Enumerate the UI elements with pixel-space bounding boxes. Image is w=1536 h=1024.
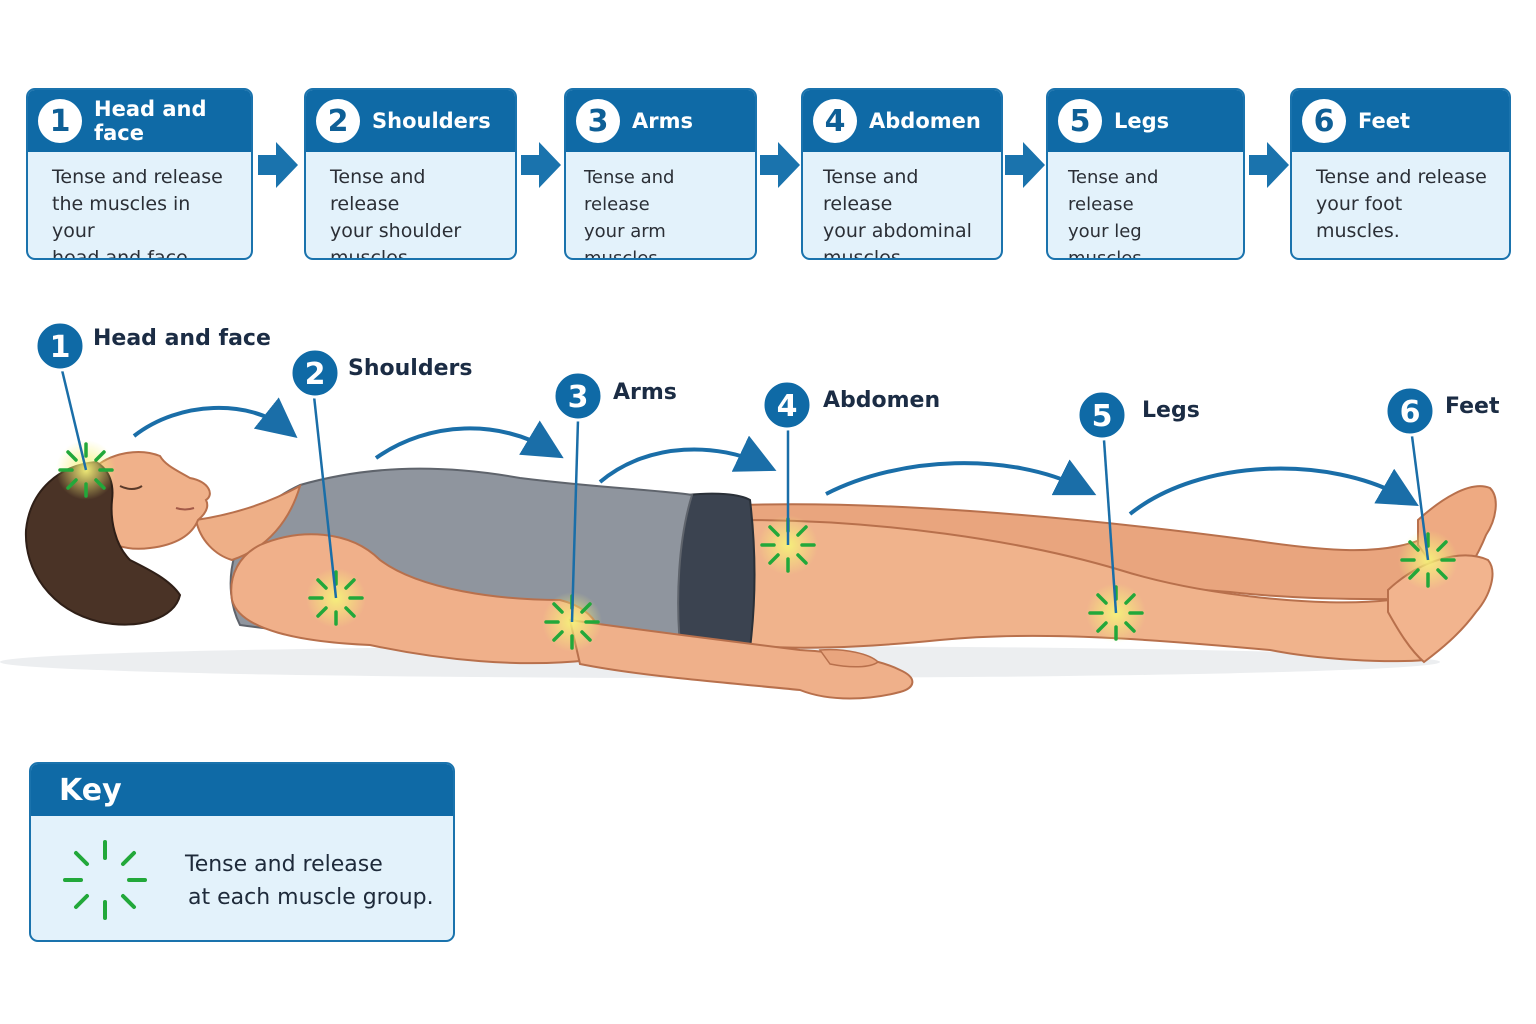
step-line: your arm muscles. [584, 221, 666, 260]
closed-eye [119, 485, 143, 490]
callout-label-abdomen: Abdomen [823, 388, 941, 413]
curved-arrow-icon [825, 459, 1097, 496]
key-line: Tense and release [185, 852, 383, 877]
step-header: 6 Feet [1292, 90, 1509, 152]
key-line: at each muscle group. [188, 885, 434, 910]
callout-label-arms: Arms [613, 380, 677, 405]
step-title: Head and face [94, 97, 207, 145]
step-title: Arms [632, 109, 693, 133]
step-line: Tense and release [823, 166, 919, 215]
callout-label-shoulders: Shoulders [348, 356, 473, 381]
step-card-1: 1 Head and face Tense and release the mu… [26, 88, 253, 260]
leader-line [570, 419, 580, 623]
step-number: 2 [316, 99, 360, 143]
callout-badge [1384, 385, 1436, 437]
hair [24, 460, 182, 626]
callout-badge [552, 370, 604, 422]
step-number: 5 [1058, 99, 1102, 143]
step-line: Tense and release [1068, 167, 1159, 215]
step-header: 2 Shoulders [306, 90, 515, 152]
step-number: 1 [38, 99, 82, 143]
step-header: 5 Legs [1048, 90, 1243, 152]
step-line: muscles. [823, 247, 907, 260]
step-card-4: 4 Abdomen Tense and release your abdomin… [801, 88, 1003, 260]
step-title: Feet [1358, 109, 1411, 133]
step-description: Tense and release your abdominal muscles… [803, 152, 1001, 260]
callout-badge [289, 347, 341, 399]
step-card-3: 3 Arms Tense and release your arm muscle… [564, 88, 757, 260]
curved-arrow-icon [598, 435, 777, 484]
step-line: your leg muscles. [1068, 221, 1148, 260]
step-description: Tense and release your leg muscles. [1048, 152, 1243, 260]
flow-arrow-icon [521, 142, 561, 188]
callout-label-legs: Legs [1142, 398, 1200, 423]
flow-arrow-icon [760, 142, 800, 188]
leader-line [1410, 435, 1430, 561]
curved-arrow-icon [1128, 466, 1419, 516]
curved-arrow-icon [374, 420, 564, 460]
callout-number: 1 [50, 330, 71, 365]
body-illustration: 1 2 3 4 5 6 [0, 320, 1497, 700]
step-header: 4 Abdomen [803, 90, 1001, 152]
flow-arrow-icon [1249, 142, 1289, 188]
callout-number: 3 [568, 380, 589, 415]
callout-label-head: Head and face [93, 326, 271, 351]
step-title: Shoulders [372, 109, 491, 133]
step-line: head and face. [52, 247, 194, 260]
step-number: 4 [813, 99, 857, 143]
mouth [175, 507, 195, 511]
leader-line [312, 395, 338, 599]
step-line: the muscles in your [52, 193, 191, 242]
callout-number: 4 [777, 389, 798, 424]
key-panel: Key Tense and release at each muscle gro… [29, 762, 455, 942]
flow-arrow-icon [1005, 142, 1045, 188]
step-card-5: 5 Legs Tense and release your leg muscle… [1046, 88, 1245, 260]
hand [818, 648, 880, 668]
step-line: Tense and release [52, 166, 223, 188]
step-description: Tense and release your foot muscles. [1292, 152, 1509, 245]
step-line: Tense and release [330, 166, 426, 215]
callout-badge [761, 379, 813, 431]
step-title: Abdomen [869, 109, 981, 133]
callout-number: 6 [1400, 395, 1421, 430]
step-header: 3 Arms [566, 90, 755, 152]
step-number: 3 [576, 99, 620, 143]
step-card-2: 2 Shoulders Tense and release your shoul… [304, 88, 517, 260]
step-description: Tense and release the muscles in your he… [28, 152, 251, 260]
key-description: Tense and release at each muscle group. [185, 848, 434, 914]
callout-number: 5 [1092, 399, 1113, 434]
callout-badge [34, 320, 86, 372]
muscle-burst-icon [63, 840, 147, 920]
step-card-6: 6 Feet Tense and release your foot muscl… [1290, 88, 1511, 260]
step-number: 6 [1302, 99, 1346, 143]
flow-arrow-icon [258, 142, 298, 188]
curved-arrow-icon [132, 397, 298, 438]
callout-badge [1076, 389, 1128, 441]
step-title: Legs [1114, 109, 1170, 133]
step-line: your shoulder [330, 220, 462, 242]
leader-line [60, 369, 88, 471]
step-line: Tense and release [1316, 166, 1487, 188]
callout-label-feet: Feet [1445, 394, 1500, 419]
callout-number: 2 [305, 357, 326, 392]
step-header: 1 Head and face [28, 90, 251, 152]
step-line: Tense and release [584, 167, 675, 215]
step-description: Tense and release your shoulder muscles. [306, 152, 515, 260]
step-description: Tense and release your arm muscles. [566, 152, 755, 260]
neck [194, 483, 302, 562]
step-line: your foot muscles. [1316, 193, 1403, 242]
forearm [568, 618, 914, 700]
step-line: your abdominal [823, 220, 972, 242]
step-line: muscles. [330, 247, 414, 260]
face [86, 451, 211, 550]
leader-line [1102, 439, 1118, 614]
key-title: Key [31, 764, 453, 816]
